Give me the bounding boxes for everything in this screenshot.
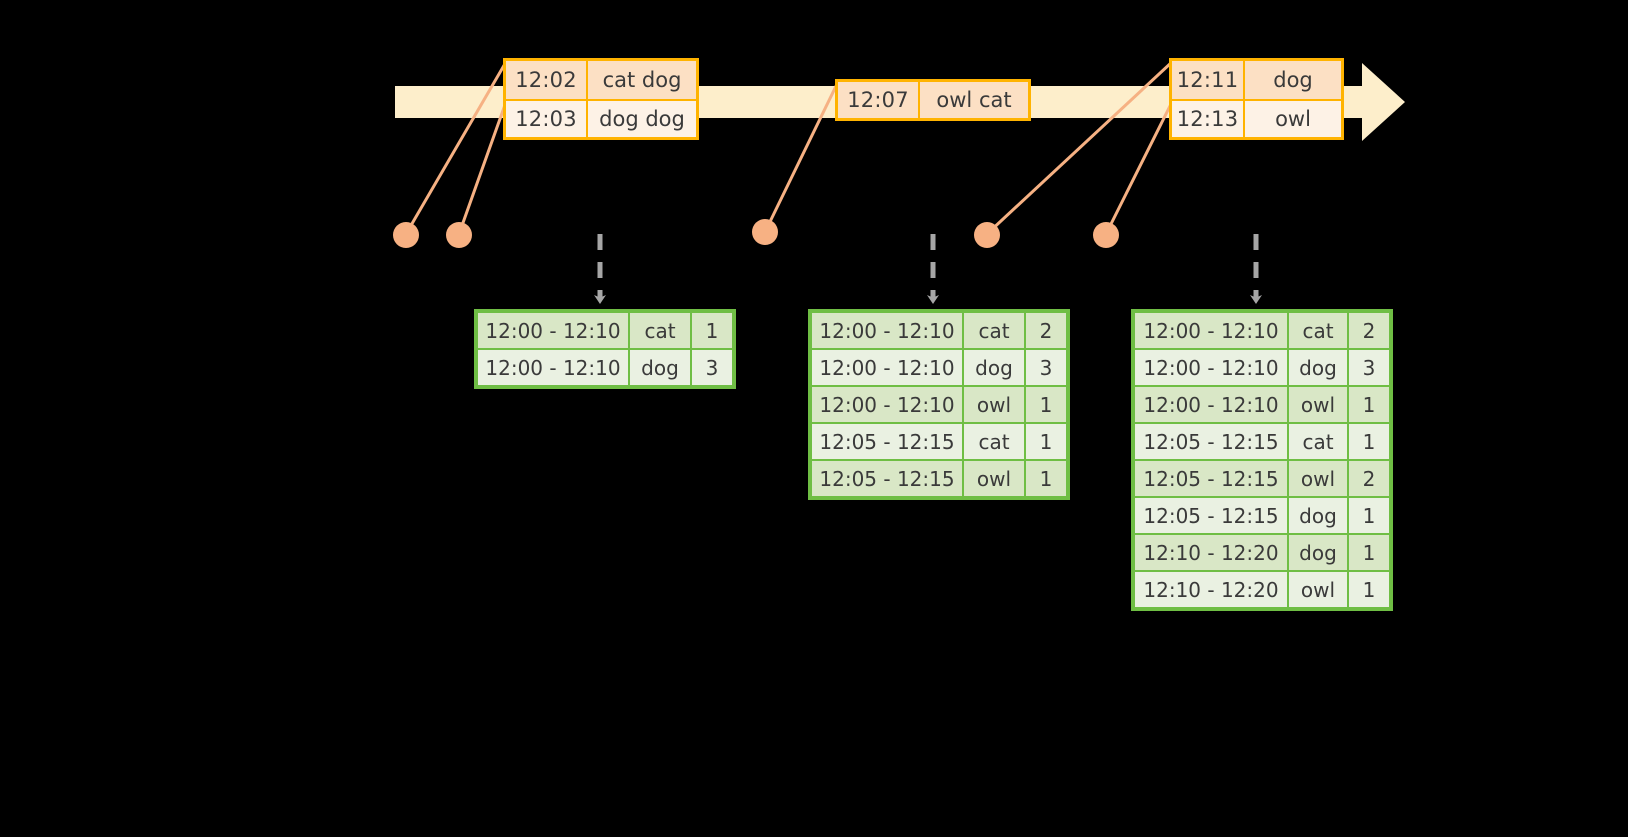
event-row[interactable]: 12:07 owl cat [838, 82, 1028, 118]
cell-word: owl [964, 387, 1024, 422]
cell-window: 12:10 - 12:20 [1135, 572, 1287, 607]
event-words: owl [1275, 107, 1311, 131]
cell-count: 1 [1349, 572, 1389, 607]
event-time: 12:11 [1172, 61, 1245, 99]
cell-count: 1 [1349, 424, 1389, 459]
cell-count: 2 [1026, 313, 1066, 348]
cell-window: 12:05 - 12:15 [1135, 461, 1287, 496]
event-row[interactable]: 12:03 dog dog [506, 99, 696, 137]
connector-line-1 [404, 61, 508, 235]
cell-count: 3 [1349, 350, 1389, 385]
event-box-1[interactable]: 12:02 cat dog 12:03 dog dog [503, 58, 699, 140]
event-dot-4 [974, 222, 1000, 248]
cell-window: 12:00 - 12:10 [812, 350, 962, 385]
table-row[interactable]: 12:00 - 12:10 cat 2 [1135, 313, 1389, 348]
cell-word: cat [630, 313, 690, 348]
table-row[interactable]: 12:05 - 12:15 dog 1 [1135, 498, 1389, 533]
cell-count: 3 [1026, 350, 1066, 385]
cell-count: 1 [692, 313, 732, 348]
connector-line-4 [985, 60, 1174, 236]
cell-count: 1 [1026, 387, 1066, 422]
table-row[interactable]: 12:05 - 12:15 cat 1 [1135, 424, 1389, 459]
cell-word: cat [964, 313, 1024, 348]
table-row[interactable]: 12:00 - 12:10 cat 2 [812, 313, 1066, 348]
result-table-2[interactable]: 12:00 - 12:10 cat 2 12:00 - 12:10 dog 3 … [808, 309, 1070, 500]
table-row[interactable]: 12:00 - 12:10 dog 3 [478, 350, 732, 385]
result-table-1[interactable]: 12:00 - 12:10 cat 1 12:00 - 12:10 dog 3 [474, 309, 736, 389]
event-time: 12:13 [1172, 101, 1245, 137]
cell-word: dog [1289, 535, 1347, 570]
cell-count: 2 [1349, 313, 1389, 348]
cell-word: owl [1289, 572, 1347, 607]
cell-window: 12:00 - 12:10 [478, 313, 628, 348]
event-words: owl cat [936, 88, 1012, 112]
cell-word: owl [1289, 387, 1347, 422]
cell-count: 1 [1349, 535, 1389, 570]
cell-word: cat [964, 424, 1024, 459]
table-row[interactable]: 12:05 - 12:15 owl 1 [812, 461, 1066, 496]
event-row[interactable]: 12:13 owl [1172, 99, 1341, 137]
connector-line-3 [763, 81, 840, 233]
cell-word: dog [964, 350, 1024, 385]
cell-window: 12:05 - 12:15 [812, 424, 962, 459]
connector-line-2 [457, 101, 508, 235]
cell-word: dog [1289, 498, 1347, 533]
event-time: 12:02 [506, 61, 588, 99]
cell-window: 12:00 - 12:10 [1135, 313, 1287, 348]
cell-word: dog [630, 350, 690, 385]
table-row[interactable]: 12:00 - 12:10 owl 1 [1135, 387, 1389, 422]
event-words: dog [1273, 68, 1313, 92]
table-row[interactable]: 12:10 - 12:20 owl 1 [1135, 572, 1389, 607]
cell-word: cat [1289, 424, 1347, 459]
event-dot-1 [393, 222, 419, 248]
event-time: 12:03 [506, 101, 588, 137]
table-row[interactable]: 12:10 - 12:20 dog 1 [1135, 535, 1389, 570]
cell-window: 12:10 - 12:20 [1135, 535, 1287, 570]
cell-count: 3 [692, 350, 732, 385]
cell-window: 12:00 - 12:10 [1135, 350, 1287, 385]
event-time: 12:07 [838, 82, 920, 118]
cell-count: 1 [1026, 461, 1066, 496]
table-row[interactable]: 12:05 - 12:15 cat 1 [812, 424, 1066, 459]
cell-window: 12:00 - 12:10 [812, 387, 962, 422]
cell-window: 12:00 - 12:10 [812, 313, 962, 348]
cell-window: 12:05 - 12:15 [1135, 498, 1287, 533]
cell-word: dog [1289, 350, 1347, 385]
cell-count: 1 [1349, 498, 1389, 533]
cell-count: 1 [1026, 424, 1066, 459]
event-box-2[interactable]: 12:07 owl cat [835, 79, 1031, 121]
cell-word: owl [964, 461, 1024, 496]
cell-word: owl [1289, 461, 1347, 496]
cell-word: cat [1289, 313, 1347, 348]
event-dot-2 [446, 222, 472, 248]
table-row[interactable]: 12:00 - 12:10 owl 1 [812, 387, 1066, 422]
connector-line-5 [1104, 101, 1174, 235]
cell-window: 12:05 - 12:15 [812, 461, 962, 496]
event-words: dog dog [599, 107, 685, 131]
cell-window: 12:00 - 12:10 [1135, 387, 1287, 422]
cell-window: 12:05 - 12:15 [1135, 424, 1287, 459]
table-row[interactable]: 12:00 - 12:10 dog 3 [1135, 350, 1389, 385]
event-box-3[interactable]: 12:11 dog 12:13 owl [1169, 58, 1344, 140]
table-row[interactable]: 12:05 - 12:15 owl 2 [1135, 461, 1389, 496]
table-row[interactable]: 12:00 - 12:10 cat 1 [478, 313, 732, 348]
event-words: cat dog [602, 68, 682, 92]
cell-window: 12:00 - 12:10 [478, 350, 628, 385]
cell-count: 2 [1349, 461, 1389, 496]
event-row[interactable]: 12:11 dog [1172, 61, 1341, 99]
event-dot-5 [1093, 222, 1119, 248]
cell-count: 1 [1349, 387, 1389, 422]
table-row[interactable]: 12:00 - 12:10 dog 3 [812, 350, 1066, 385]
event-dot-3 [752, 219, 778, 245]
result-table-3[interactable]: 12:00 - 12:10 cat 2 12:00 - 12:10 dog 3 … [1131, 309, 1393, 611]
event-row[interactable]: 12:02 cat dog [506, 61, 696, 99]
